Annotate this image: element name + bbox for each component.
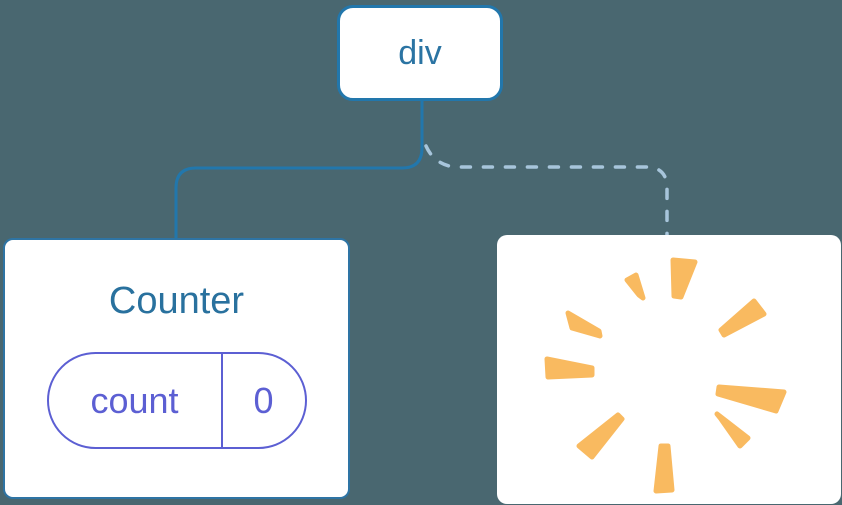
poof-ray xyxy=(544,356,595,380)
state-value-label: 0 xyxy=(253,379,274,421)
poof-ray xyxy=(576,412,625,460)
poof-ray xyxy=(670,257,698,300)
poof-ray xyxy=(653,443,675,494)
poof-ray xyxy=(718,298,767,338)
counter-card-title: Counter xyxy=(108,280,245,322)
removed-component-card xyxy=(497,235,841,504)
poof-ray xyxy=(714,411,751,449)
counter-component-card: Counter count 0 xyxy=(3,238,350,499)
dashed-connector-line xyxy=(424,144,669,238)
state-name-label: count xyxy=(49,354,223,447)
poof-ray xyxy=(624,272,646,301)
root-node: div xyxy=(337,5,503,101)
poof-burst-icon xyxy=(544,257,787,494)
state-pill: count 0 xyxy=(46,352,307,449)
poof-ray xyxy=(715,384,787,414)
root-node-label: div xyxy=(398,33,442,72)
poof-ray xyxy=(565,310,603,339)
solid-connector-line xyxy=(174,101,424,238)
